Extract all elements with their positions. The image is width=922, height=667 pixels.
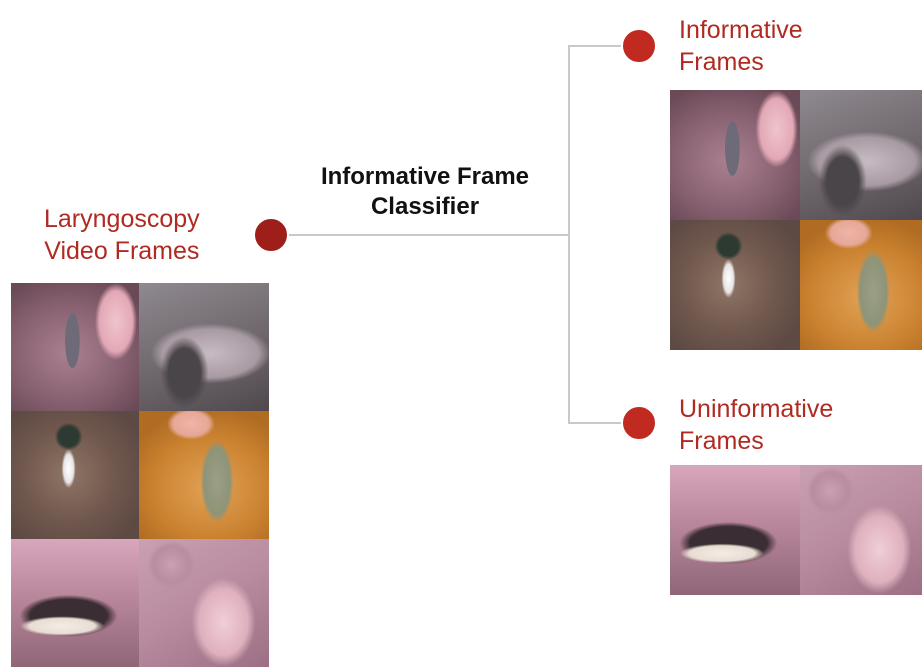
connector-input-to-branch [270, 234, 570, 236]
uninformative-label-line2: Frames [679, 425, 833, 457]
uninformative-node [621, 405, 657, 441]
input-frame-6 [139, 539, 269, 667]
input-frame-4 [139, 411, 269, 539]
uninformative-label: Uninformative Frames [679, 393, 833, 457]
uninformative-frames-grid [670, 465, 922, 595]
input-node [253, 217, 289, 253]
connector-branch-vertical [568, 45, 570, 424]
input-frame-5 [11, 539, 139, 667]
classifier-label-line2: Classifier [300, 192, 550, 222]
input-label: Laryngoscopy Video Frames [44, 203, 200, 267]
uninformative-frame-1 [670, 465, 800, 595]
informative-label: Informative Frames [679, 14, 803, 78]
input-frame-2 [139, 283, 269, 411]
informative-frame-4 [800, 220, 922, 350]
input-frame-1 [11, 283, 139, 411]
input-frames-grid [11, 283, 269, 667]
informative-frame-3 [670, 220, 800, 350]
informative-label-line2: Frames [679, 46, 803, 78]
informative-frame-1 [670, 90, 800, 220]
uninformative-label-line1: Uninformative [679, 393, 833, 425]
uninformative-frame-2 [800, 465, 922, 595]
input-label-line2: Video Frames [44, 235, 200, 267]
informative-frames-grid [670, 90, 922, 350]
informative-node [621, 28, 657, 64]
informative-frame-2 [800, 90, 922, 220]
classifier-label-line1: Informative Frame [300, 162, 550, 192]
input-frame-3 [11, 411, 139, 539]
informative-label-line1: Informative [679, 14, 803, 46]
input-label-line1: Laryngoscopy [44, 203, 200, 235]
classifier-label: Informative Frame Classifier [300, 162, 550, 222]
